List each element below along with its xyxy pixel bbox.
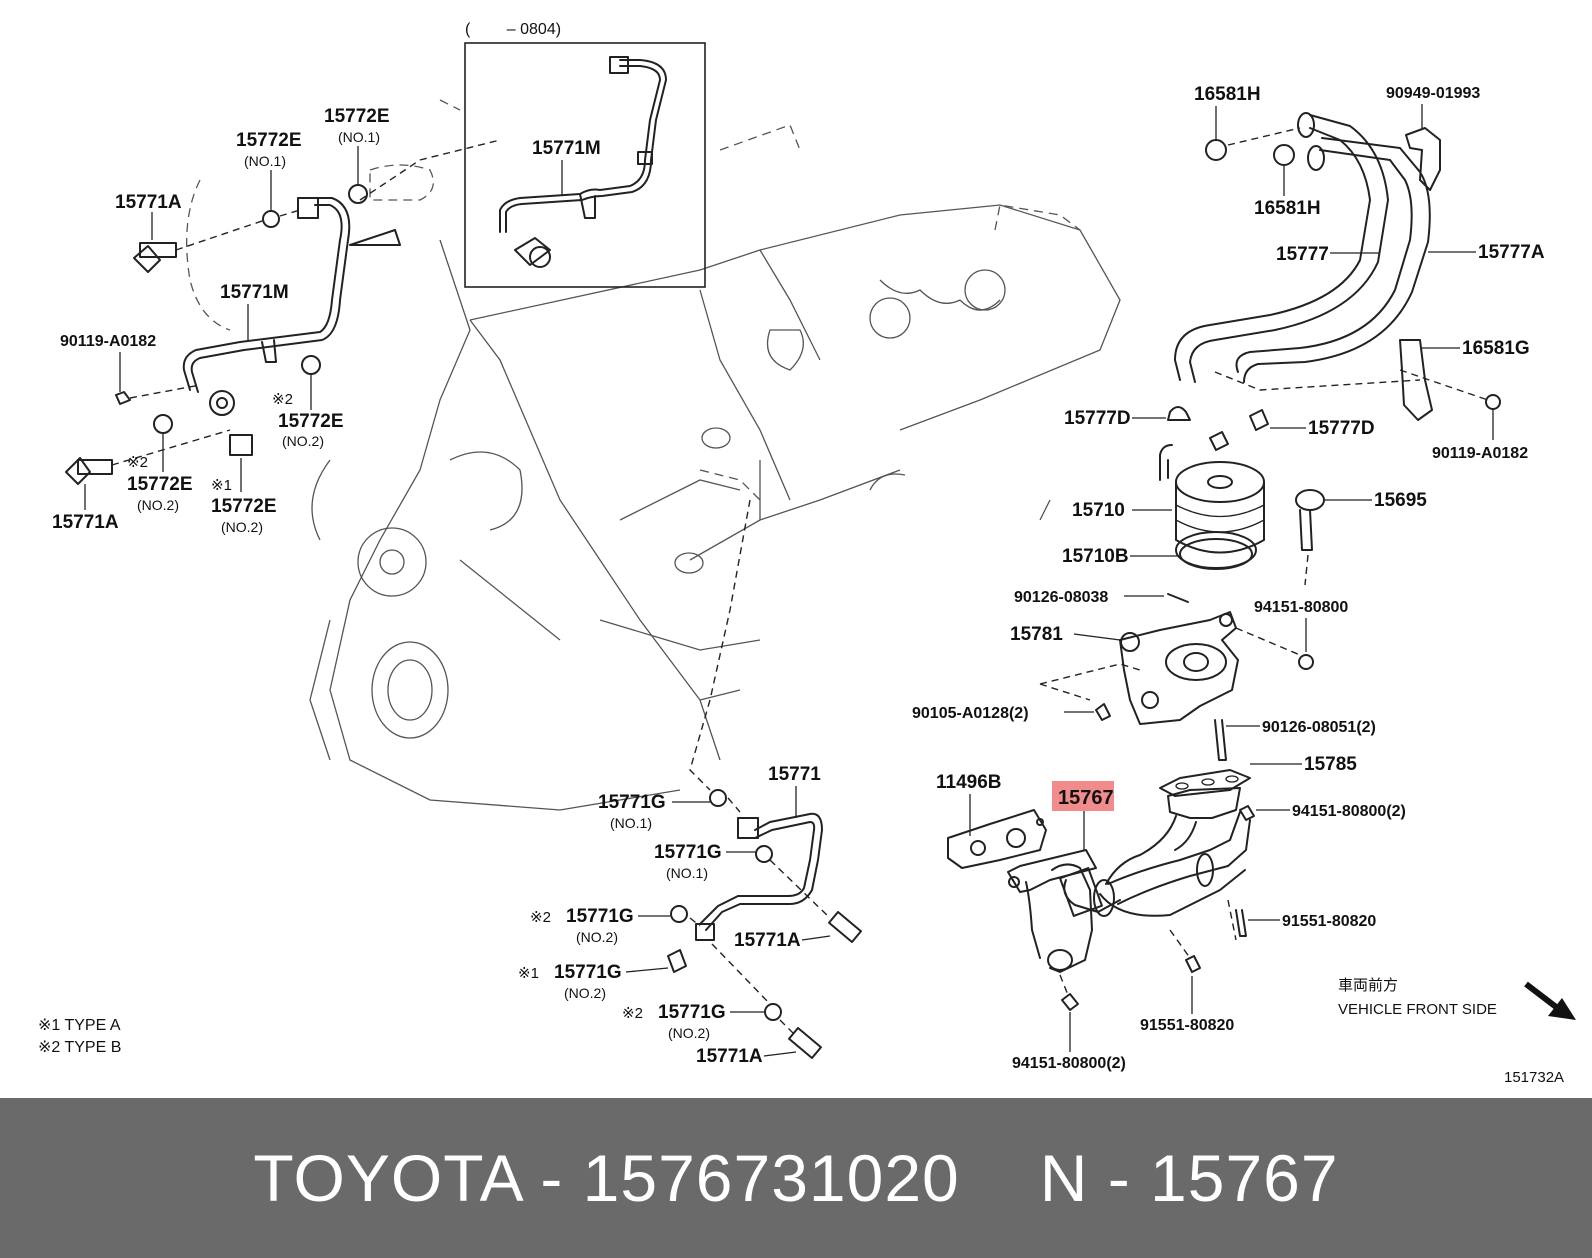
label-90126-08051: 90126-08051(2) <box>1262 719 1376 736</box>
oil-cooler-bracket-15781 <box>1039 611 1314 761</box>
clamps-15777D <box>1167 406 1269 451</box>
label-15771M: 15771M <box>220 282 289 303</box>
label-15710B: 15710B <box>1062 546 1129 567</box>
label-15772E-type-b-sub: (NO.2) <box>137 497 179 513</box>
label-15772E-no1-sub: (NO.1) <box>244 153 286 169</box>
engine-block-outline <box>186 99 1121 811</box>
highlighted-part-callout <box>1052 781 1114 811</box>
oil-pipe-15771 <box>667 499 862 1060</box>
label-15772E-no1: 15772E <box>236 130 302 151</box>
legend-type-b: ※2 TYPE B <box>38 1039 121 1056</box>
label-15785: 15785 <box>1304 754 1357 775</box>
label-15781: 15781 <box>1010 624 1063 645</box>
label-15772E-no2-right-sub: (NO.2) <box>282 433 324 449</box>
label-15771G-type-b-mark-2: ※2 <box>622 1005 643 1022</box>
label-90119-A0182-right: 90119-A0182 <box>1432 445 1528 462</box>
label-15710: 15710 <box>1072 500 1125 521</box>
legend-type-a: ※1 TYPE A <box>38 1017 121 1034</box>
label-11496B: 11496B <box>936 772 1002 793</box>
label-94151-80800-2-right: 94151-80800(2) <box>1292 803 1406 820</box>
label-15772E-no2-mark: ※2 <box>272 391 293 408</box>
label-91551-80820-right: 91551-80820 <box>1282 913 1376 930</box>
label-15777D-right: 15777D <box>1308 418 1375 439</box>
exploded-view-drawing: ( – 0804) 15771M 15772E <box>38 21 1576 1086</box>
label-15771G-no2-b-sub: (NO.2) <box>564 985 606 1001</box>
oil-pipe-15767 <box>1007 787 1255 1011</box>
label-15771G-type-b-mark-1: ※2 <box>530 909 551 926</box>
label-15771G-no2-c-sub: (NO.2) <box>668 1025 710 1041</box>
label-15771G-no1-top-sub: (NO.1) <box>610 815 652 831</box>
label-15772E-type-a-mark: ※1 <box>211 477 232 494</box>
label-15771G-no2-c: 15771G <box>658 1002 726 1023</box>
label-15771G-type-a-mark: ※1 <box>518 965 539 982</box>
label-15771G-no2-a: 15771G <box>566 906 634 927</box>
direction-label-jp: 車両前方 <box>1338 977 1398 994</box>
label-15777: 15777 <box>1276 244 1329 265</box>
gasket-15785 <box>1159 769 1251 797</box>
label-15771G-no2-a-sub: (NO.2) <box>576 929 618 945</box>
oil-pipe-15771M-group <box>65 139 501 485</box>
label-94151-80800-top: 94151-80800 <box>1254 599 1348 616</box>
label-15771G-no2-b: 15771G <box>554 962 622 983</box>
label-15771G-no1-sub: (NO.1) <box>666 865 708 881</box>
label-15772E-no2-right: 15772E <box>278 411 344 432</box>
label-15777A: 15777A <box>1478 242 1545 263</box>
label-15772E-type-b: 15772E <box>127 474 193 495</box>
label-90105-A0128: 90105-A0128(2) <box>912 705 1029 722</box>
inset-variant-box: ( – 0804) 15771M <box>464 21 706 288</box>
front-direction-arrow-icon <box>1524 981 1576 1020</box>
label-90126-08038: 90126-08038 <box>1014 589 1108 606</box>
gasket-11496B <box>947 809 1047 869</box>
label-15695: 15695 <box>1374 490 1427 511</box>
label-15771G-no1-top: 15771G <box>598 792 666 813</box>
oil-cooler-hoses-group <box>1174 112 1501 421</box>
direction-label-en: VEHICLE FRONT SIDE <box>1338 1001 1497 1018</box>
label-15772E-type-a-sub: (NO.2) <box>221 519 263 535</box>
label-15771M-inset: 15771M <box>532 138 601 159</box>
label-15772E-no1-top: 15772E <box>324 106 390 127</box>
footer-reference: N - 15767 <box>1039 1141 1339 1215</box>
label-15771A-top: 15771A <box>115 192 182 213</box>
label-16581G: 16581G <box>1462 338 1530 359</box>
label-15777D-left: 15777D <box>1064 408 1131 429</box>
oil-cooler-15710 <box>1159 444 1325 603</box>
label-15771G-no1: 15771G <box>654 842 722 863</box>
label-91551-80820-bottom: 91551-80820 <box>1140 1017 1234 1034</box>
label-90949-01993: 90949-01993 <box>1386 85 1480 102</box>
label-15771A-left: 15771A <box>52 512 119 533</box>
label-16581H-top: 16581H <box>1194 84 1261 105</box>
label-15772E-no1-top-sub: (NO.1) <box>338 129 380 145</box>
footer-brand-part-number: TOYOTA - 1576731020 <box>253 1141 960 1215</box>
label-16581H-bottom: 16581H <box>1254 198 1321 219</box>
label-15767-highlighted: 15767 <box>1058 787 1114 809</box>
label-15771A-mid: 15771A <box>734 930 801 951</box>
parts-diagram: ( – 0804) 15771M 15772E <box>38 21 1576 1086</box>
label-15771A-bottom: 15771A <box>696 1046 763 1067</box>
footer-banner: TOYOTA - 1576731020 N - 15767 <box>0 1098 1592 1258</box>
figure-code: 151732A <box>1504 1069 1564 1086</box>
label-94151-80800-2-bottom: 94151-80800(2) <box>1012 1055 1126 1072</box>
label-15772E-type-b-mark: ※2 <box>127 454 148 471</box>
inset-date-label: ( – 0804) <box>465 21 561 38</box>
label-90119-A0182-left: 90119-A0182 <box>60 333 156 350</box>
label-15771: 15771 <box>768 764 821 785</box>
label-15772E-type-a: 15772E <box>211 496 277 517</box>
